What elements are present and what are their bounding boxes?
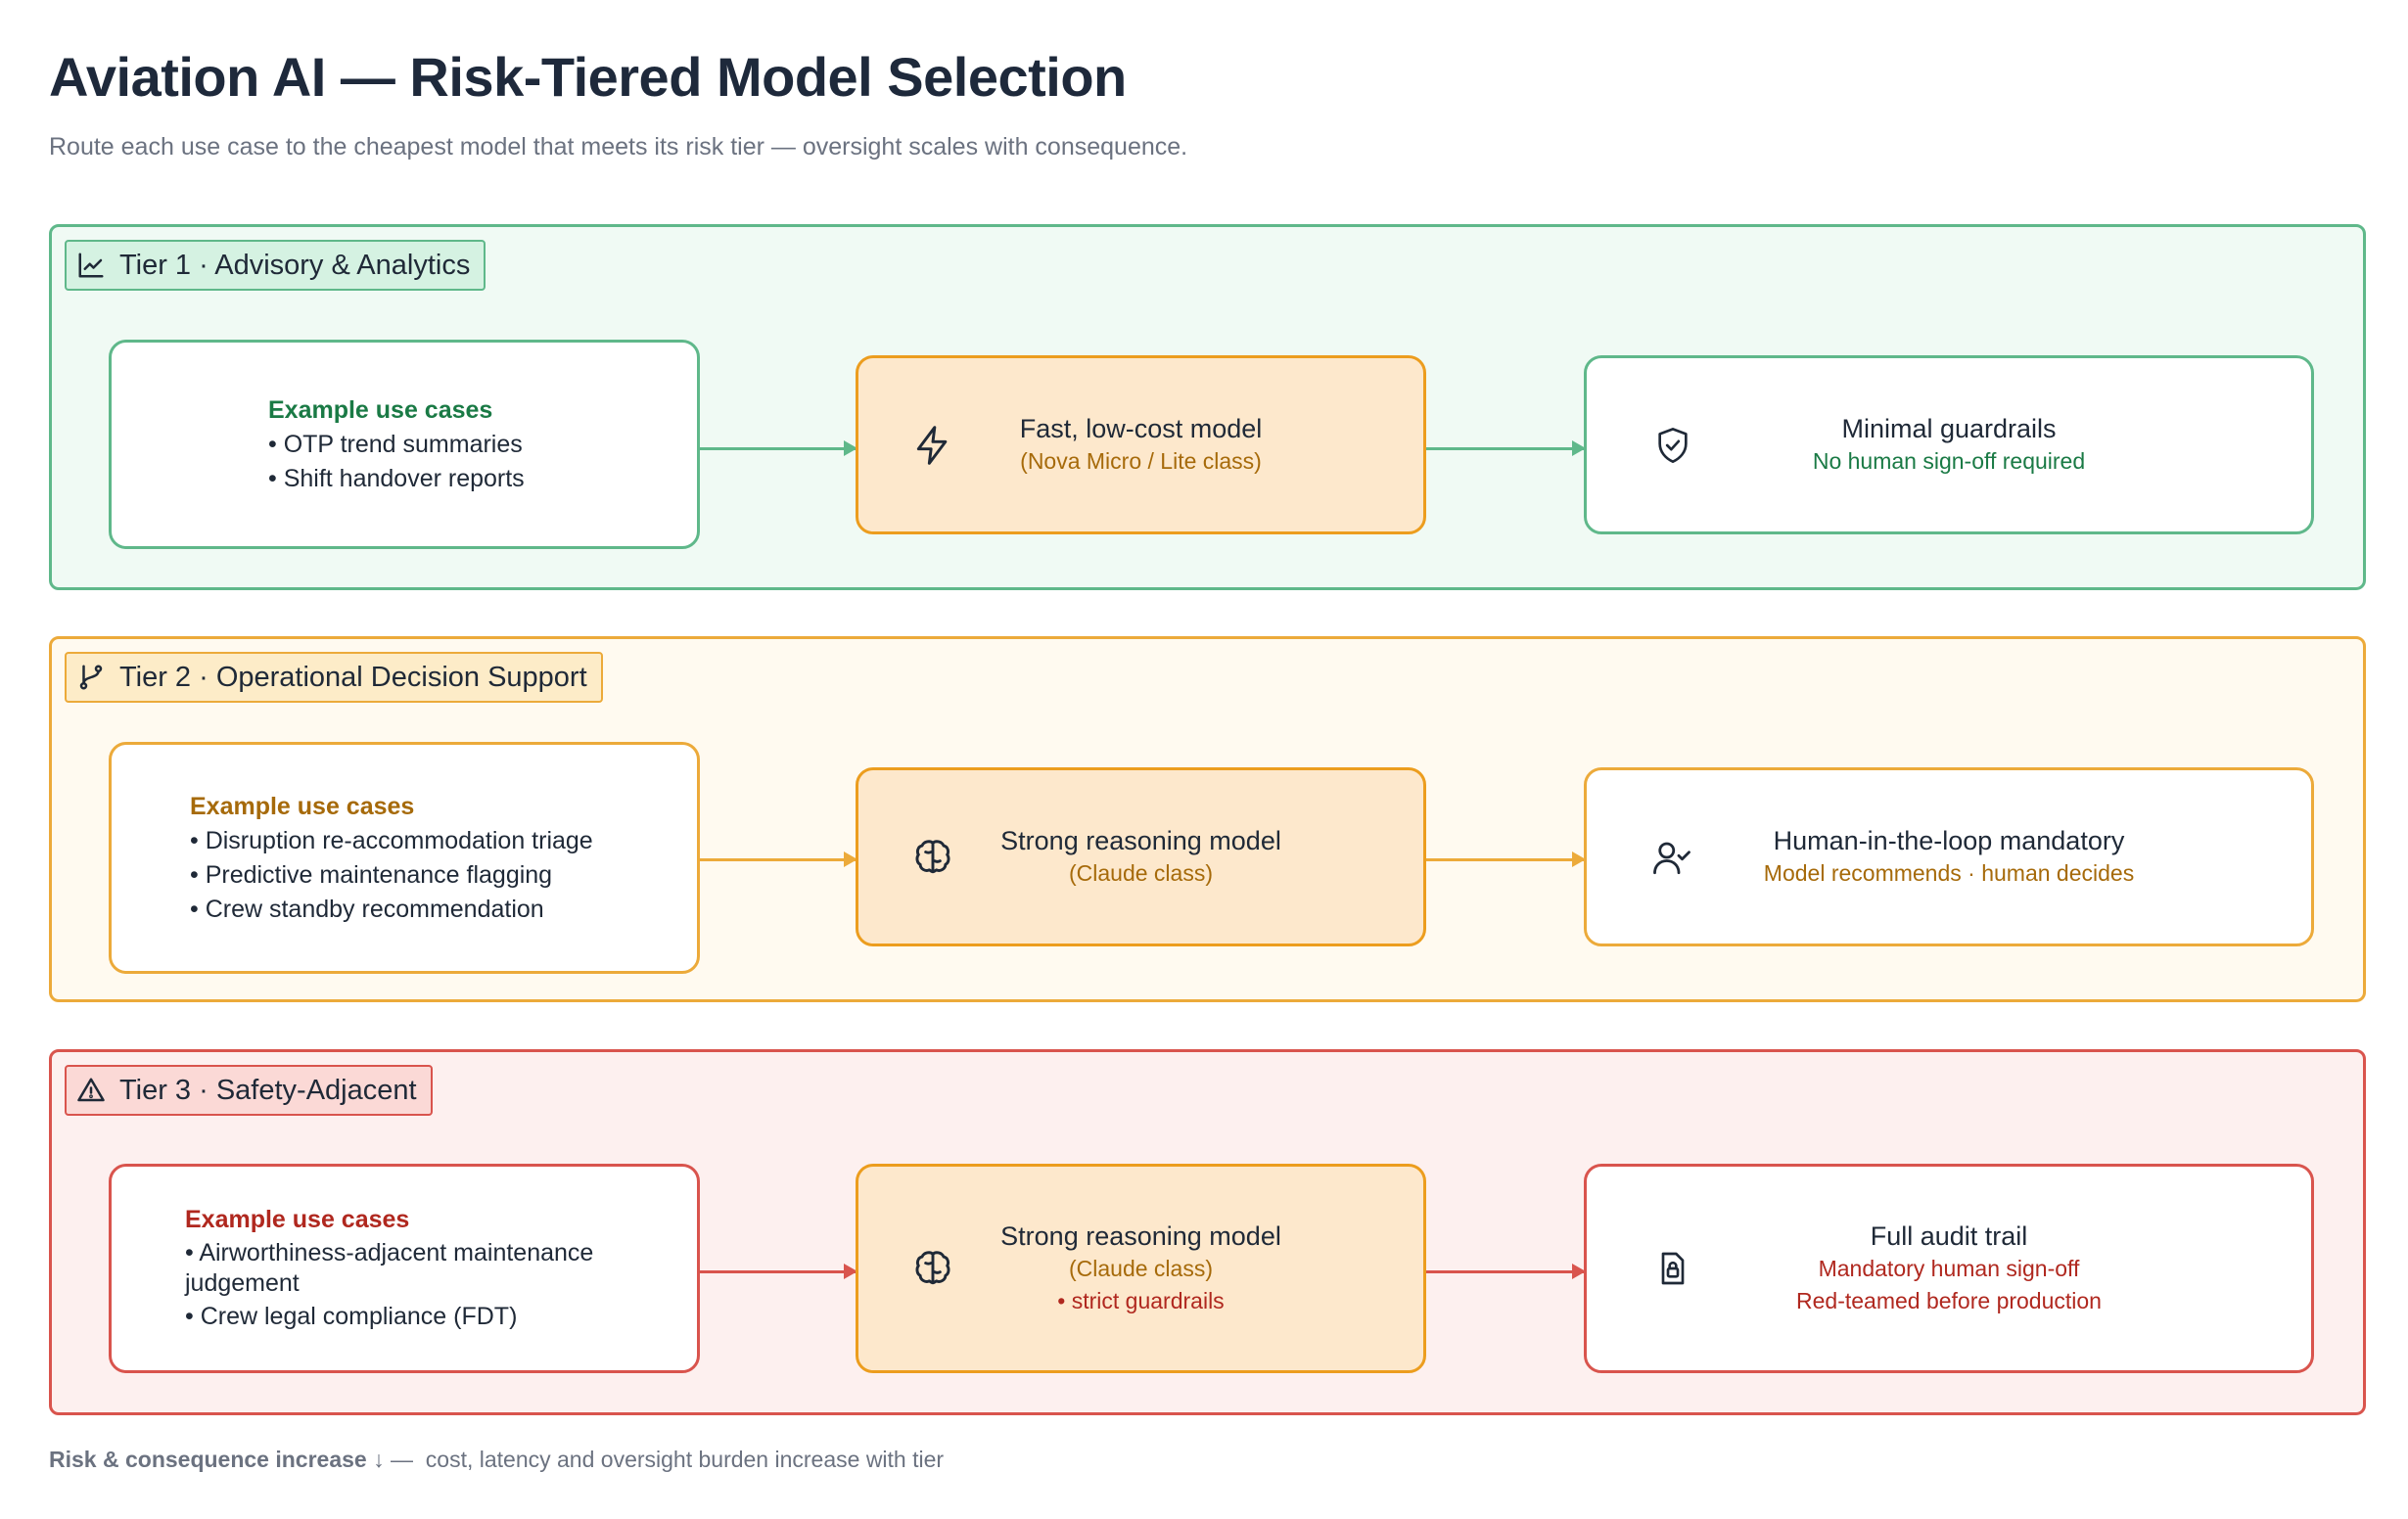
- tier-1-model-title: Fast, low-cost model: [1019, 414, 1263, 443]
- tier-3-oversight-box: Full audit trail Mandatory human sign-of…: [1584, 1164, 2314, 1373]
- user-check-icon: [1653, 842, 1690, 874]
- tier-2-oversight-box: Human-in-the-loop mandatory Model recomm…: [1584, 767, 2314, 946]
- tier-1-oversight-title: Minimal guardrails: [1841, 414, 2057, 443]
- tier-3-use-cases-heading: Example use cases: [185, 1206, 410, 1233]
- tier-2-badge: Tier 2 · Operational Decision Support: [65, 652, 603, 703]
- tier-3-use-case: • Crew legal compliance (FDT): [185, 1303, 518, 1330]
- footer-strong: Risk & consequence increase ↓: [49, 1447, 385, 1472]
- tier-2-model-box: Strong reasoning model (Claude class): [856, 767, 1426, 946]
- tier-3-badge: Tier 3 · Safety-Adjacent: [65, 1065, 433, 1116]
- tier-1-badge: Tier 1 · Advisory & Analytics: [65, 240, 486, 291]
- footer-note: Risk & consequence increase ↓ — cost, la…: [49, 1447, 944, 1473]
- tier-2-badge-label: Tier 2 · Operational Decision Support: [119, 661, 587, 693]
- tier-3-arrow-1: [700, 1264, 857, 1279]
- tier-2-oversight-title: Human-in-the-loop mandatory: [1773, 826, 2125, 855]
- tier-2-model-title: Strong reasoning model: [1000, 826, 1281, 855]
- tier-1-use-cases-box: Example use cases • OTP trend summaries …: [109, 340, 700, 549]
- tier-1-model-box: Fast, low-cost model (Nova Micro / Lite …: [856, 355, 1426, 534]
- tier-3-badge-label: Tier 3 · Safety-Adjacent: [119, 1074, 417, 1106]
- lock-file-icon: [1661, 1252, 1685, 1285]
- warning-triangle-icon: [76, 1076, 106, 1105]
- tier-1-use-cases-heading: Example use cases: [268, 395, 493, 424]
- tier-2-arrow-1: [700, 852, 857, 867]
- tier-3-oversight-sub: Red-teamed before production: [1796, 1288, 2102, 1313]
- tier-1-use-case: • OTP trend summaries: [268, 430, 523, 458]
- tier-1-oversight-sub: No human sign-off required: [1812, 448, 2086, 474]
- tier-3-oversight-sub: Mandatory human sign-off: [1818, 1256, 2080, 1281]
- tier-2-use-cases-box: Example use cases • Disruption re-accomm…: [109, 742, 700, 974]
- git-branch-icon: [76, 663, 106, 692]
- shield-check-icon: [1658, 427, 1688, 463]
- tier-2-use-case: • Crew standby recommendation: [190, 895, 544, 923]
- brain-icon: [915, 1251, 950, 1285]
- tier-2-model-sub: (Claude class): [1069, 860, 1213, 886]
- tier-3-use-cases-box: Example use cases • Airworthiness-adjace…: [109, 1164, 700, 1373]
- brain-icon: [915, 839, 950, 873]
- tier-3-panel: Tier 3 · Safety-Adjacent Example use cas…: [49, 1049, 2366, 1415]
- tier-2-arrow-2: [1426, 852, 1586, 867]
- tier-1-panel: Tier 1 · Advisory & Analytics Example us…: [49, 224, 2366, 590]
- tier-1-model-sub: (Nova Micro / Lite class): [1020, 448, 1262, 474]
- tier-1-use-case: • Shift handover reports: [268, 464, 525, 492]
- page-subtitle: Route each use case to the cheapest mode…: [49, 133, 1188, 161]
- tier-2-oversight-sub: Model recommends · human decides: [1763, 860, 2135, 886]
- tier-1-arrow-2: [1426, 440, 1586, 456]
- tier-1-badge-label: Tier 1 · Advisory & Analytics: [119, 249, 471, 281]
- tier-3-model-sub: • strict guardrails: [1057, 1288, 1225, 1313]
- tier-2-use-case: • Predictive maintenance flagging: [190, 860, 553, 889]
- page-title: Aviation AI — Risk-Tiered Model Selectio…: [49, 46, 1127, 108]
- footer-text: — cost, latency and oversight burden inc…: [384, 1447, 945, 1472]
- line-chart-icon: [76, 251, 106, 280]
- tier-1-arrow-1: [700, 440, 857, 456]
- lightning-icon: [916, 425, 948, 465]
- tier-2-use-cases-heading: Example use cases: [190, 792, 415, 820]
- tier-3-model-sub: (Claude class): [1069, 1256, 1213, 1281]
- tier-2-panel: Tier 2 · Operational Decision Support Ex…: [49, 636, 2366, 1002]
- tier-3-model-title: Strong reasoning model: [1000, 1221, 1281, 1251]
- tier-3-use-case: • Airworthiness-adjacent maintenance jud…: [185, 1239, 594, 1297]
- tier-3-oversight-title: Full audit trail: [1870, 1221, 2028, 1251]
- tier-3-model-box: Strong reasoning model (Claude class) • …: [856, 1164, 1426, 1373]
- tier-1-oversight-box: Minimal guardrails No human sign-off req…: [1584, 355, 2314, 534]
- tier-3-arrow-2: [1426, 1264, 1586, 1279]
- tier-2-use-case: • Disruption re-accommodation triage: [190, 826, 593, 854]
